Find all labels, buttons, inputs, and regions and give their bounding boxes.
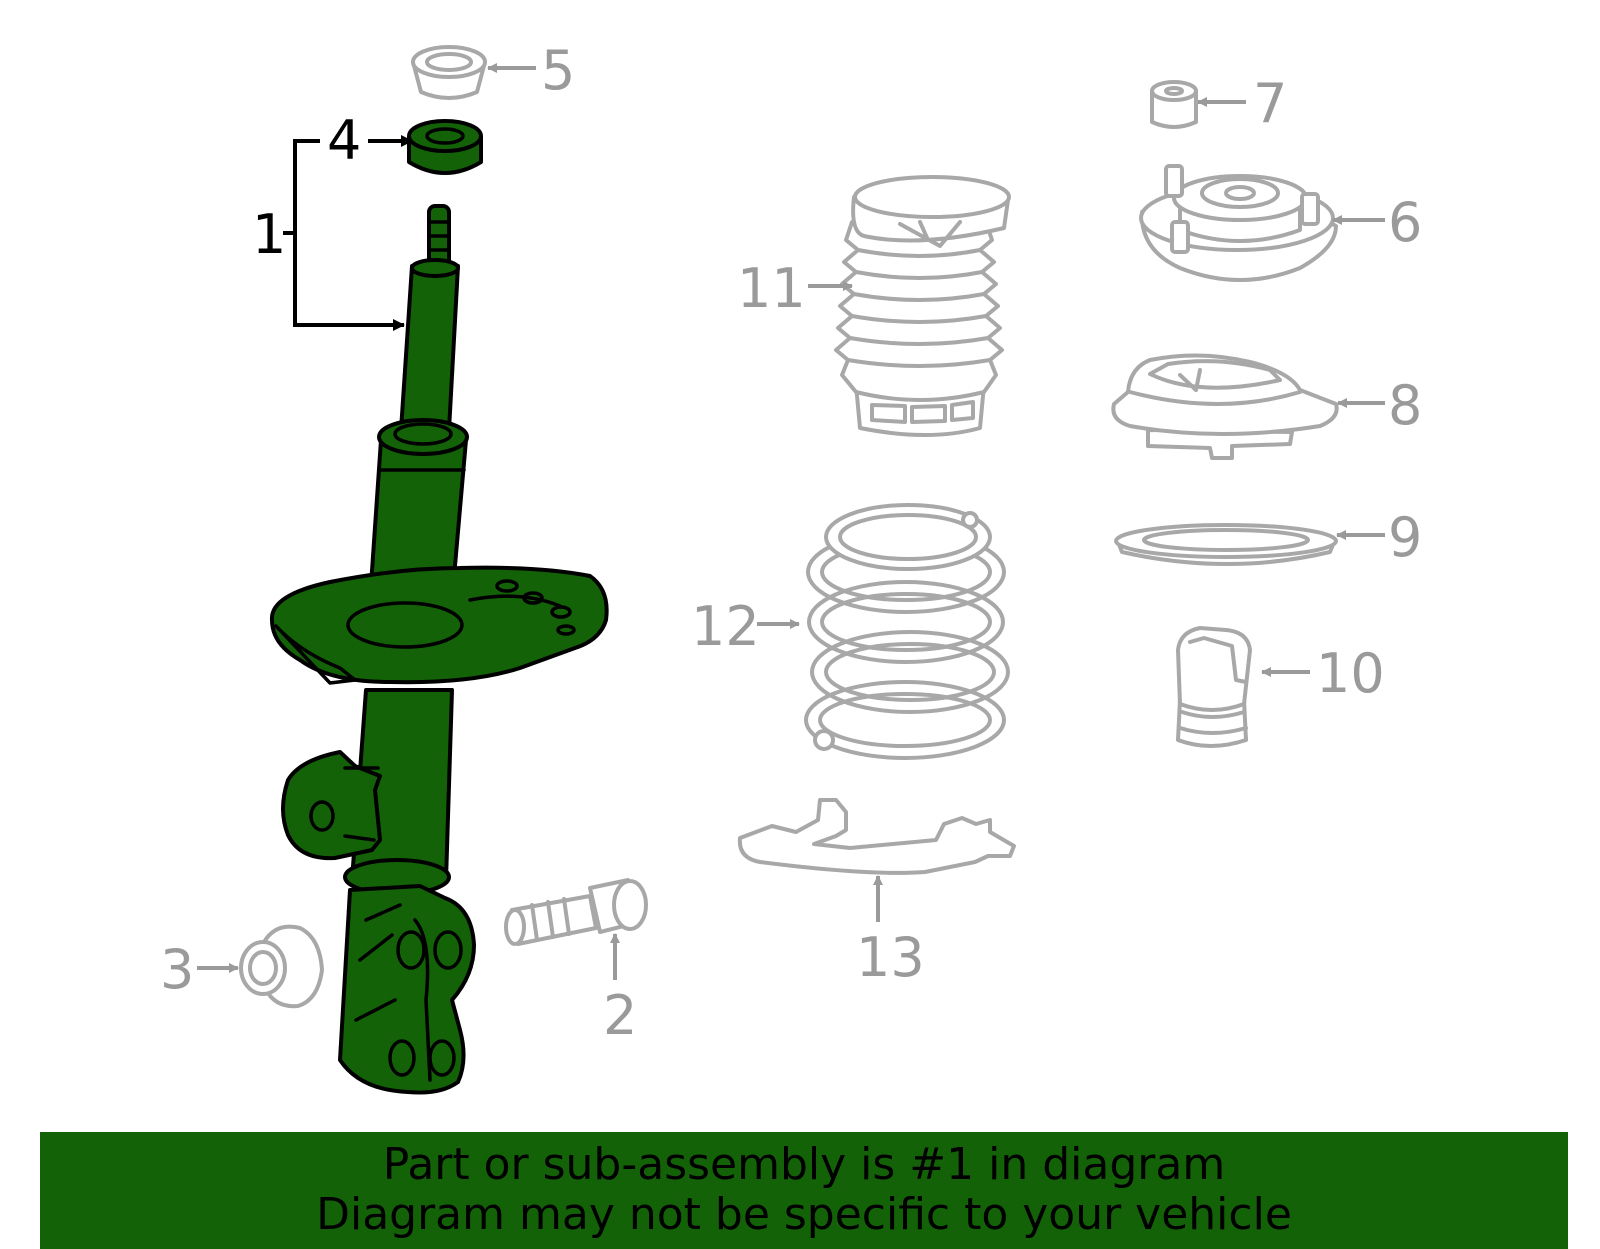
callout-1: 1: [252, 203, 286, 266]
callout-8: 8: [1388, 374, 1422, 437]
callout-4: 4: [327, 109, 361, 172]
callout-3: 3: [160, 938, 194, 1001]
part-1-strut-assembly: [269, 204, 609, 1095]
part-13-bracket: [737, 798, 1016, 875]
part-7-bushing: [1150, 80, 1198, 129]
banner-line-part-number: Part or sub-assembly is #1 in diagram: [382, 1139, 1226, 1190]
callout-11: 11: [737, 257, 806, 320]
callout-12: 12: [691, 595, 760, 658]
part-10-bump-stop: [1176, 626, 1252, 748]
callout-2: 2: [603, 984, 637, 1047]
callout-10: 10: [1316, 642, 1385, 705]
part-12-coil-spring: [804, 503, 1010, 760]
callout-5: 5: [541, 39, 575, 102]
part-3-nut: [239, 924, 324, 1009]
part-4-nut: [407, 119, 483, 175]
leader-arrows: [197, 63, 1385, 980]
banner-line-disclaimer: Diagram may not be specific to your vehi…: [316, 1189, 1292, 1240]
callout-13: 13: [856, 926, 925, 989]
disclaimer-banner: Part or sub-assembly is #1 in diagram Di…: [40, 1132, 1568, 1249]
callout-9: 9: [1388, 506, 1422, 569]
callout-labels: 1 2 3 4 5 6 7 8 9 10 11 12 13: [160, 39, 1422, 1047]
part-8-spring-seat: [1111, 353, 1339, 460]
callout-7: 7: [1253, 72, 1287, 135]
part-9-insulator: [1114, 523, 1338, 566]
part-5-cap: [411, 45, 487, 100]
callout-6: 6: [1388, 191, 1422, 254]
part-6-upper-mount: [1139, 164, 1338, 282]
part-2-bolt: [504, 878, 648, 946]
part-11-dust-boot: [834, 175, 1011, 437]
